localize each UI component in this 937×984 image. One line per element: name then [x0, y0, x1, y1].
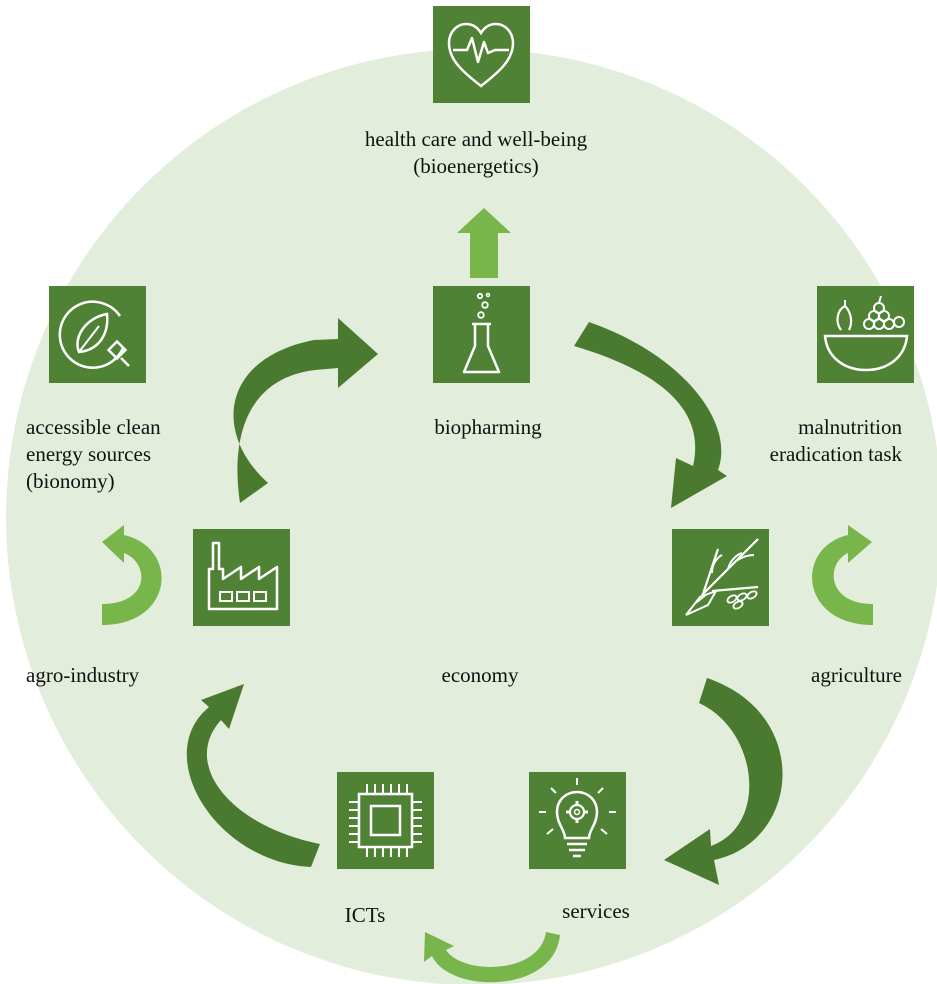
label-icts: ICTs [300, 902, 430, 929]
label-biopharming-line-1: biopharming [434, 415, 542, 439]
arrow-biopharming-to-agriculture [574, 322, 727, 508]
wheat-icon [672, 529, 769, 626]
background-circle [6, 49, 937, 984]
label-icts-line-1: ICTs [344, 903, 386, 927]
label-agroindustry: agro-industry [26, 662, 226, 689]
label-economy: economy [380, 662, 580, 689]
label-services-line-1: services [562, 899, 630, 923]
fruit-bowl-icon [817, 286, 914, 383]
label-agriculture-line-1: agriculture [811, 663, 902, 687]
arrow-agroindustry-cycle [102, 525, 162, 625]
leaf-plug-icon [49, 286, 146, 383]
left-white-notch [0, 700, 34, 984]
label-malnutrition: malnutrition eradication task [700, 414, 902, 468]
label-services: services [530, 898, 662, 925]
factory-icon [193, 529, 290, 626]
label-malnutrition-line-1: malnutrition [798, 415, 902, 439]
label-economy-line-1: economy [441, 663, 519, 687]
arrow-icts-to-agroindustry [186, 684, 320, 867]
arrow-services-to-icts [424, 932, 560, 983]
up-arrow [457, 208, 511, 278]
arrow-agriculture-cycle [812, 525, 873, 625]
label-energy: accessible clean energy sources (bionomy… [26, 414, 226, 495]
label-malnutrition-line-2: eradication task [769, 442, 902, 466]
flask-icon [433, 286, 530, 383]
label-agroindustry-line-1: agro-industry [26, 663, 140, 687]
label-biopharming: biopharming [388, 414, 588, 441]
arrow-agro-to-biopharming [233, 318, 378, 503]
lightbulb-gear-icon [529, 772, 626, 869]
label-energy-line-2: energy sources [26, 442, 151, 466]
label-energy-line-3: (bionomy) [26, 469, 115, 493]
right-white-notch [910, 700, 937, 984]
label-health: health care and well-being (bioenergetic… [326, 126, 626, 180]
label-health-line-2: (bioenergetics) [413, 154, 539, 178]
heart-pulse-icon [433, 6, 530, 103]
arrow-agriculture-to-services [664, 678, 783, 885]
label-agriculture: agriculture [700, 662, 902, 689]
label-health-line-1: health care and well-being [364, 127, 588, 151]
chip-icon [337, 772, 434, 869]
label-energy-line-1: accessible clean [26, 415, 161, 439]
